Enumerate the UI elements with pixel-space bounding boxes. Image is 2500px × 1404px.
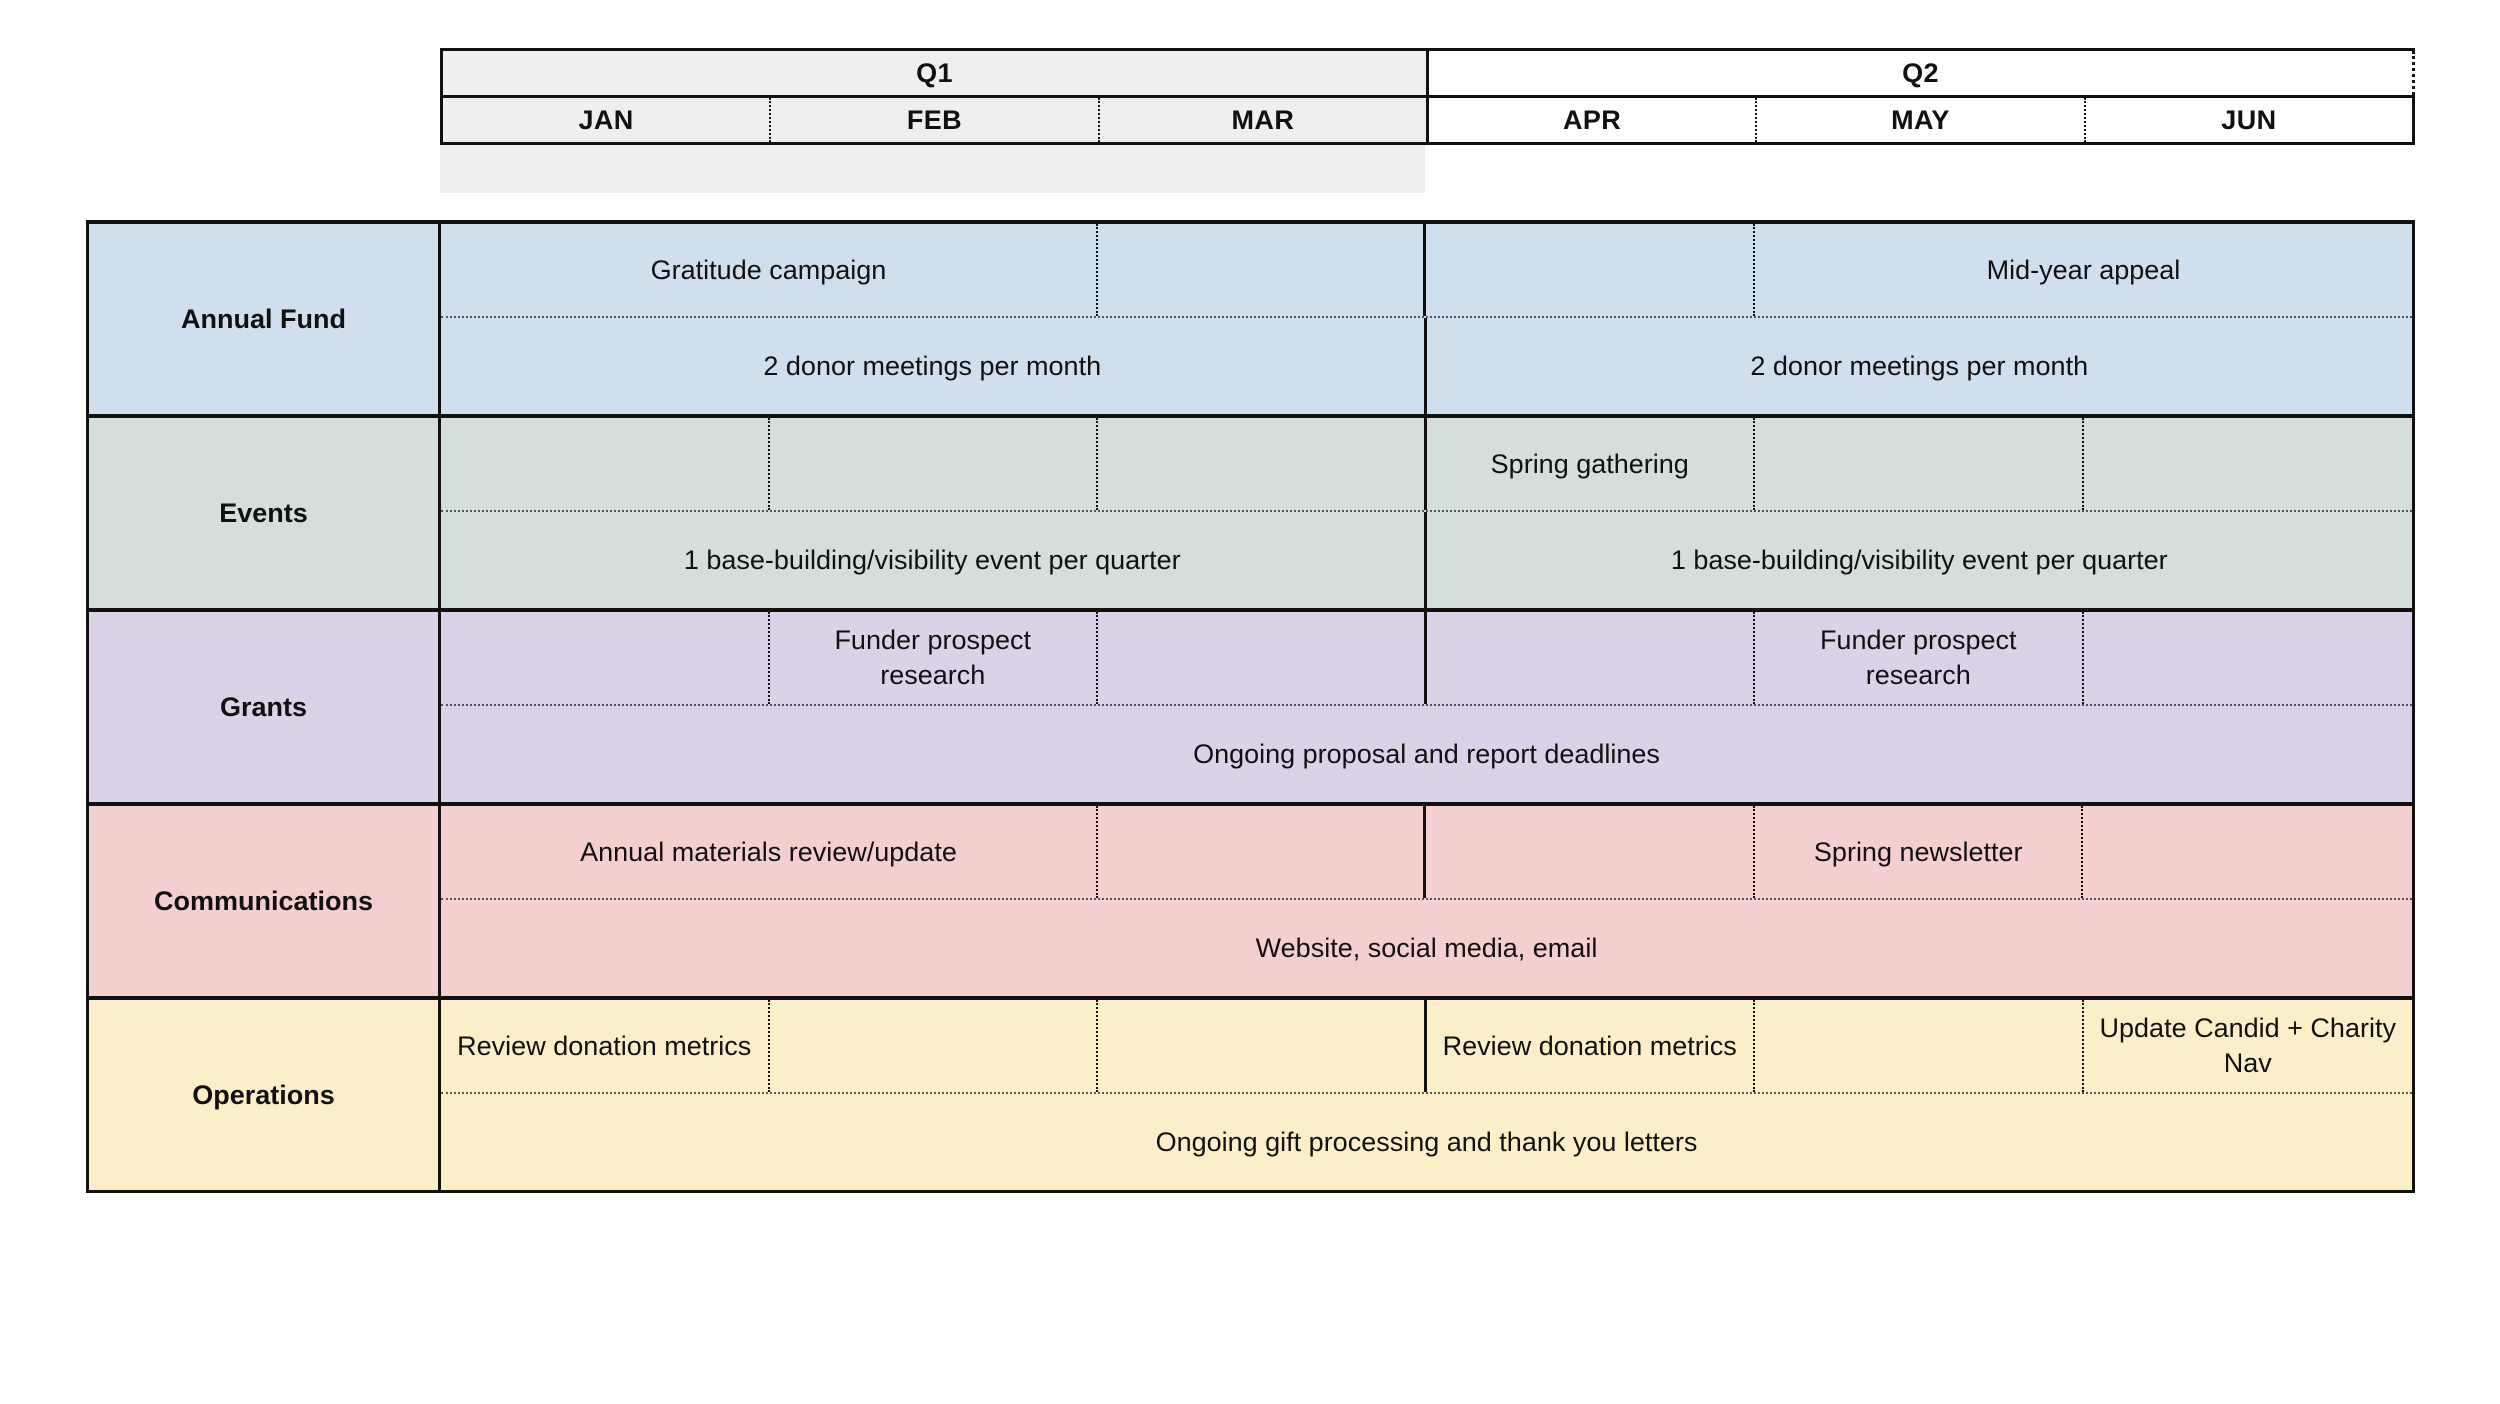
sub-row-bottom-operations: Ongoing gift processing and thank you le… <box>441 1094 2412 1190</box>
cell-events-1-base-building-visibility-event-per-quarter: 1 base-building/visibility event per qua… <box>1670 544 2168 575</box>
sub-row-top-events: Spring gathering <box>441 418 2412 512</box>
cell-grants-empty-3 <box>1427 612 1755 704</box>
cell-operations-review-donation-metrics: Review donation metrics <box>441 1000 770 1092</box>
sub-row-bottom-events: 1 base-building/visibility event per qua… <box>441 512 2412 608</box>
cell-events-spring-gathering: Spring gathering <box>1427 418 1755 510</box>
cell-operations-empty-4 <box>1755 1000 2084 1092</box>
cell-communications-empty-2 <box>1426 806 1755 898</box>
cell-operations-review-donation-metrics: Review donation metrics <box>1427 1000 1755 1092</box>
cell-annual-fund-empty-1 <box>1098 224 1427 316</box>
row-label-annual-fund: Annual Fund <box>89 224 441 414</box>
cell-events-empty-2 <box>1098 418 1427 510</box>
sub-row-top-grants: Funder prospect research Funder prospect … <box>441 612 2412 706</box>
row-body-operations: Review donation metrics Review donation m… <box>441 1000 2412 1190</box>
cell-communications-annual-materials-review-update: Annual materials review/update <box>441 806 1098 898</box>
cell-annual-fund-2-donor-meetings-per-month: 2 donor meetings per month <box>1750 350 2089 381</box>
cell-events-empty-5 <box>2084 418 2413 510</box>
row-label-communications: Communications <box>89 806 441 996</box>
cell-annual-fund-empty-2 <box>1426 224 1755 316</box>
cell-grants-empty-0 <box>441 612 770 704</box>
cell-communications-empty-1 <box>1098 806 1427 898</box>
cell-operations-empty-2 <box>1098 1000 1427 1092</box>
quarter-header-q2: Q2 <box>1425 48 2416 98</box>
sub-row-bottom-communications: Website, social media, email <box>441 900 2412 996</box>
sub-row-bottom-annual-fund: 2 donor meetings per month 2 donor meetin… <box>441 318 2412 414</box>
cell-operations-update-candid-charity-nav: Update Candid + Charity Nav <box>2099 1013 2396 1078</box>
cell-communications-empty-4 <box>2083 806 2412 898</box>
row-label-grants: Grants <box>89 612 441 802</box>
row-body-annual-fund: Gratitude campaign Mid-year appeal 2 donor… <box>441 224 2412 414</box>
cell-annual-fund-2-donor-meetings-per-month: 2 donor meetings per month <box>441 318 1427 414</box>
quarter-header-q1: Q1 <box>440 48 1429 98</box>
sub-row-top-annual-fund: Gratitude campaign Mid-year appeal <box>441 224 2412 318</box>
cell-grants-funder-prospect-research: Funder prospect research <box>1755 612 2084 704</box>
month-header-may: MAY <box>1755 95 2086 145</box>
month-header-apr: APR <box>1425 95 1758 145</box>
cell-events-empty-4 <box>1755 418 2084 510</box>
cell-events-1-base-building-visibility-event-per-quarter: 1 base-building/visibility event per qua… <box>441 512 1427 608</box>
cell-operations-empty-1 <box>770 1000 1098 1092</box>
cell-grants-empty-2 <box>1098 612 1427 704</box>
row-label-operations: Operations <box>89 1000 441 1190</box>
row-label-events: Events <box>89 418 441 608</box>
row-body-communications: Annual materials review/update Spring new… <box>441 806 2412 996</box>
sub-row-top-operations: Review donation metrics Review donation m… <box>441 1000 2412 1094</box>
cell-communications-website-social-media-email: Website, social media, email <box>1255 932 1598 963</box>
month-header-row: JAN FEB MAR APR MAY JUN <box>440 95 2415 145</box>
cell-communications-spring-newsletter: Spring newsletter <box>1755 806 2084 898</box>
sub-row-bottom-grants: Ongoing proposal and report deadlines <box>441 706 2412 802</box>
cell-annual-fund-mid-year-appeal: Mid-year appeal <box>1986 254 2181 285</box>
cell-events-empty-1 <box>770 418 1098 510</box>
month-header-jan: JAN <box>440 95 772 145</box>
cell-grants-empty-5 <box>2084 612 2413 704</box>
cell-grants-funder-prospect-research: Funder prospect research <box>770 612 1098 704</box>
month-header-feb: FEB <box>769 95 1100 145</box>
month-header-jun: JUN <box>2083 95 2415 145</box>
month-header-mar: MAR <box>1097 95 1429 145</box>
cell-events-empty-0 <box>441 418 770 510</box>
quarter-month-header: Q1 Q2 JAN FEB MAR APR MAY JUN <box>440 48 2416 145</box>
row-body-grants: Funder prospect research Funder prospect … <box>441 612 2412 802</box>
cell-annual-fund-gratitude-campaign: Gratitude campaign <box>441 224 1098 316</box>
cell-operations-ongoing-gift-processing-and-thank-you-letters: Ongoing gift processing and thank you le… <box>1155 1126 1698 1157</box>
sub-row-top-communications: Annual materials review/update Spring new… <box>441 806 2412 900</box>
quarter-header-row: Q1 Q2 <box>440 48 2416 98</box>
cell-grants-ongoing-proposal-and-report-deadlines: Ongoing proposal and report deadlines <box>1193 738 1660 769</box>
